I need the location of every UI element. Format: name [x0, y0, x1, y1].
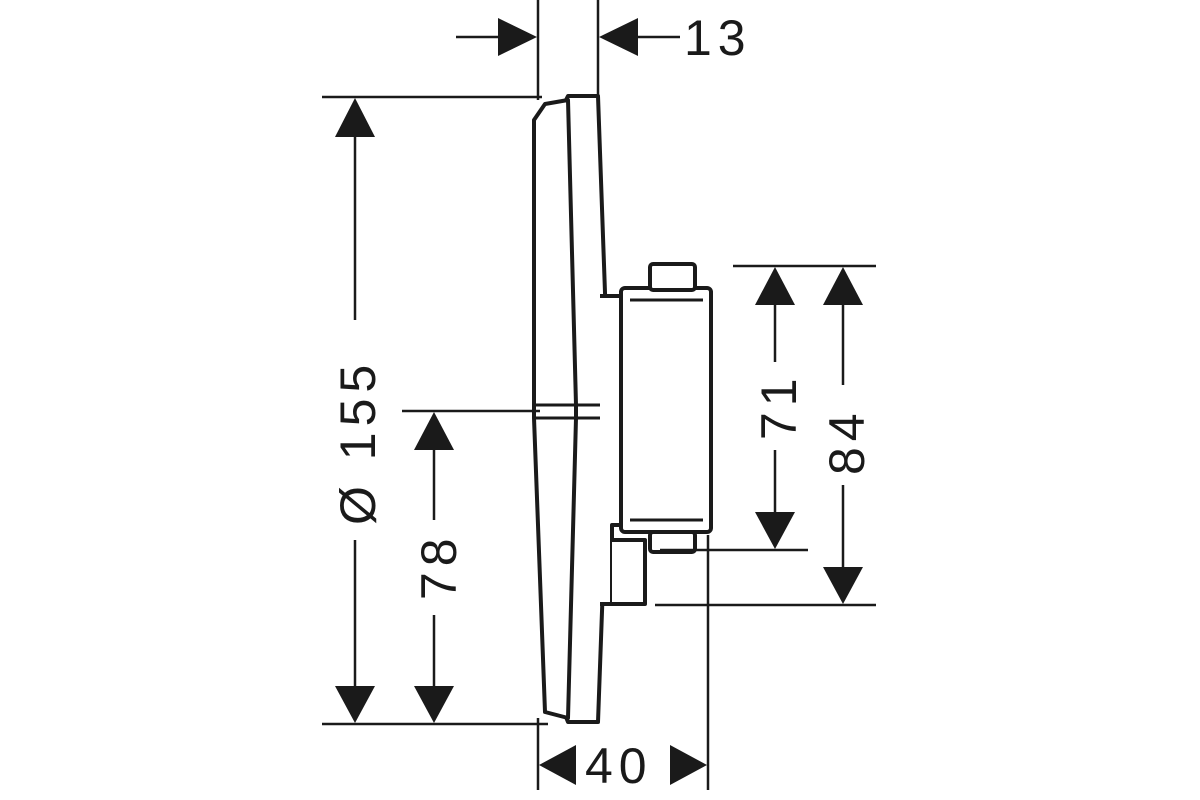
arrow-down-icon	[335, 686, 375, 723]
arrow-down-icon	[755, 512, 795, 549]
dim-label-84: 84	[819, 407, 875, 475]
dimension-center-height: 78	[402, 409, 540, 723]
dim-label-13: 13	[684, 10, 752, 66]
arrow-up-icon	[755, 267, 795, 305]
arrow-left-icon	[539, 745, 576, 785]
dimension-body-height-outer: 84	[655, 267, 876, 607]
arrow-down-icon	[823, 567, 863, 604]
dim-label-71: 71	[751, 372, 807, 440]
arrow-left-icon	[599, 18, 638, 56]
dimension-body-height-inner: 71	[660, 264, 876, 552]
dim-label-78: 78	[411, 532, 467, 600]
valve-body	[600, 262, 713, 606]
arrow-down-icon	[414, 686, 454, 723]
dimension-plate-thickness: 13	[456, 0, 752, 100]
arrow-right-icon	[498, 18, 537, 56]
dim-label-40: 40	[585, 738, 653, 794]
cover-plate	[532, 94, 611, 724]
arrow-up-icon	[414, 412, 454, 450]
dim-label-diameter-155: Ø 155	[330, 359, 386, 525]
arrow-up-icon	[335, 98, 375, 137]
dimension-total-depth: 40	[536, 535, 710, 794]
dimension-plate-diameter: Ø 155	[322, 95, 548, 726]
arrow-up-icon	[823, 267, 863, 305]
arrow-right-icon	[670, 745, 707, 785]
